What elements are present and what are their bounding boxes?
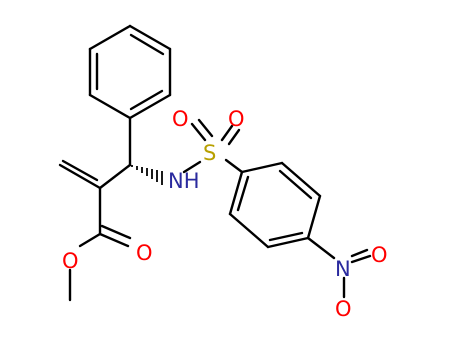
ester-carbonyl-bond <box>98 224 132 248</box>
bond-n-s <box>182 160 202 174</box>
bond-stereocenter-vinyl <box>98 163 132 190</box>
sulfur-label: S <box>203 141 216 165</box>
nitro-nitrogen-label: N <box>335 257 351 281</box>
nitro-bonds <box>342 248 372 299</box>
ester-ether-oxygen-label: O <box>62 249 79 273</box>
nitro-oxygen-bottom-label: O <box>335 297 352 321</box>
nitro-oxygen-right-label: O <box>371 243 388 267</box>
methylene-double-bond <box>58 159 102 190</box>
bond-s-aryl <box>224 158 244 174</box>
phenyl-ring <box>88 24 172 120</box>
bond-ester-oxygen <box>78 232 102 248</box>
sulfonyl-double-bonds <box>190 118 241 146</box>
sulfonyl-oxygen-left-label: O <box>172 107 189 131</box>
nh-label: NH <box>168 169 200 193</box>
hashed-wedge-bond <box>131 165 163 185</box>
nitrophenyl-ring <box>228 161 322 249</box>
bond-aryl-nitro <box>306 236 336 260</box>
ester-carbonyl-oxygen-label: O <box>136 241 153 265</box>
sulfonyl-oxygen-right-label: O <box>228 107 245 131</box>
